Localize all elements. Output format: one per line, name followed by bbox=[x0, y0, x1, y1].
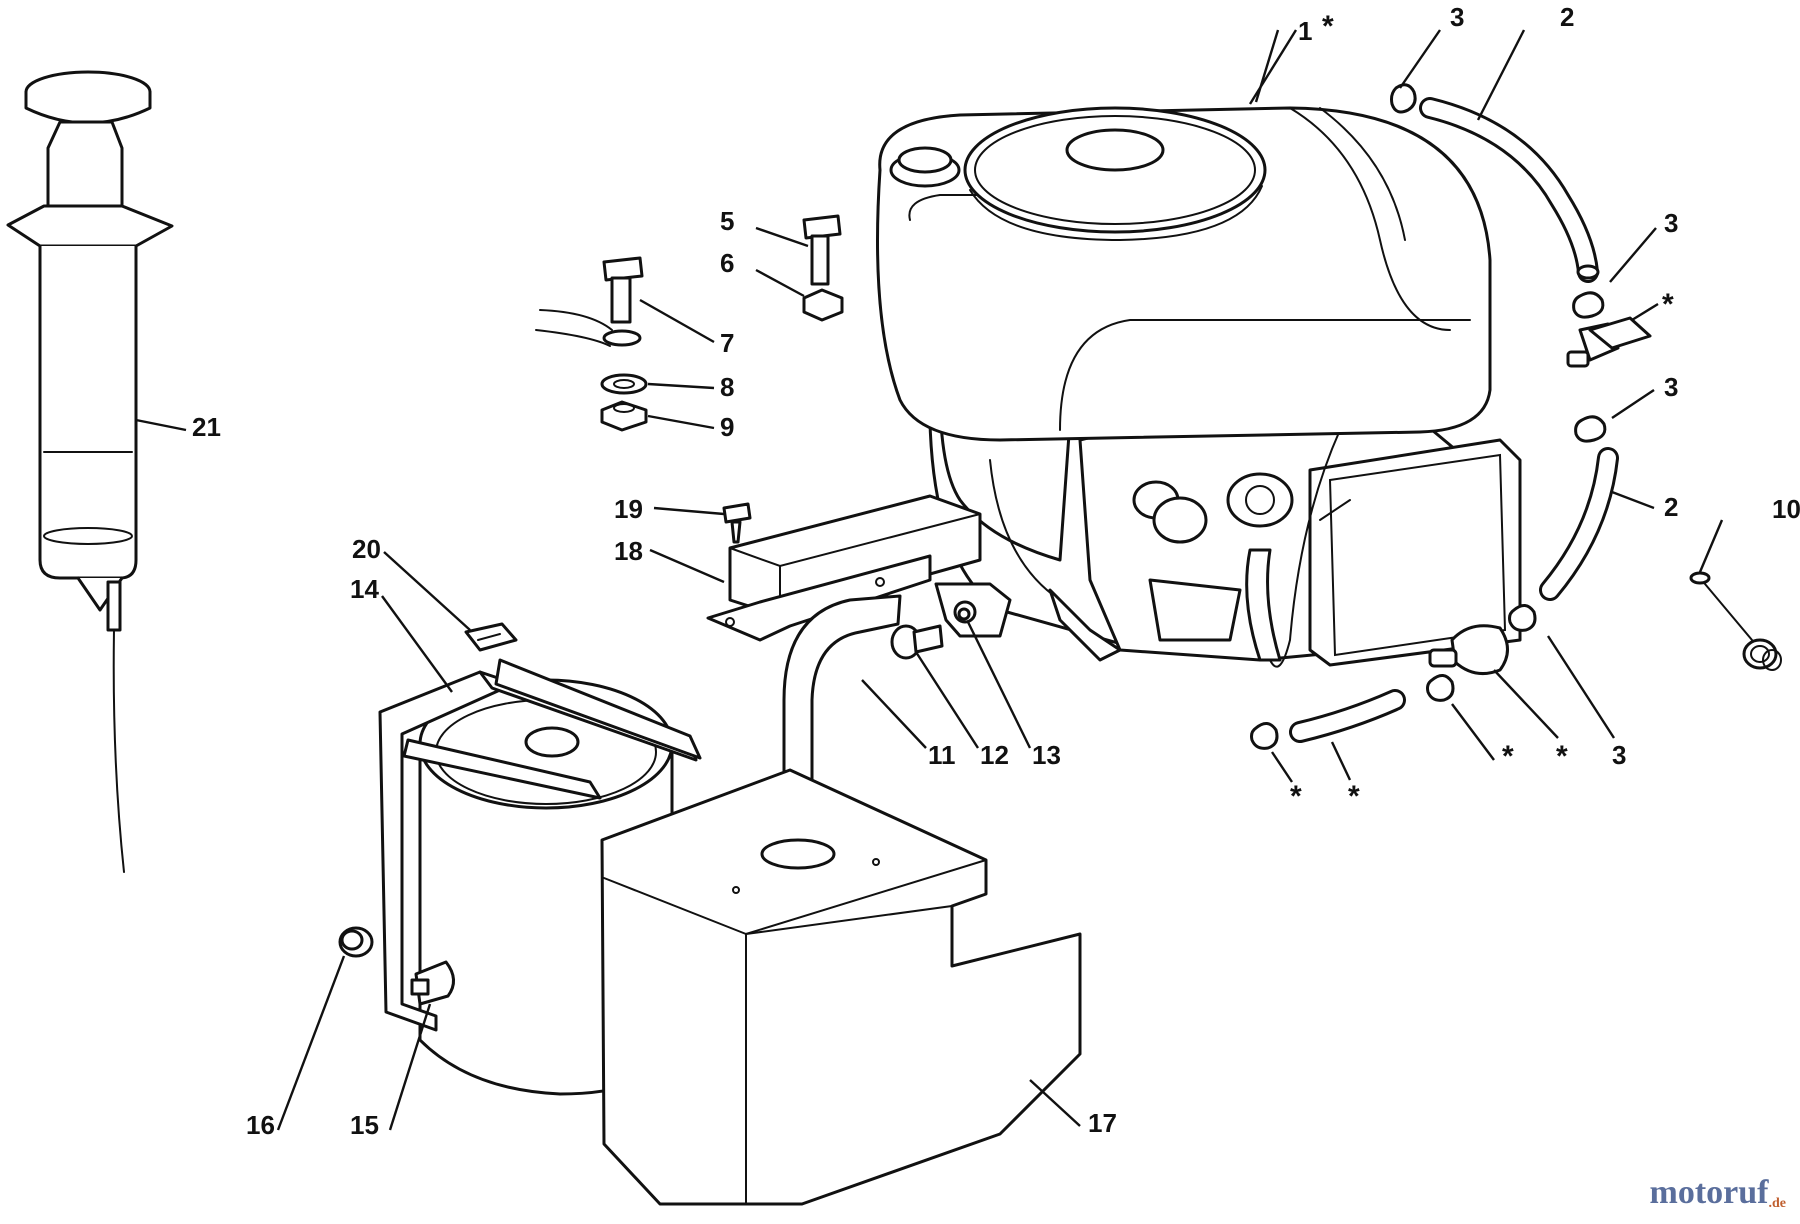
fuel-line-short bbox=[1289, 689, 1406, 743]
callout-star-1: * bbox=[1290, 780, 1302, 813]
callout-3-right-upper: 3 bbox=[1664, 208, 1678, 238]
callout-15: 15 bbox=[350, 1110, 379, 1140]
callout-20: 20 bbox=[352, 534, 381, 564]
fuel-shutoff-valve bbox=[1566, 316, 1652, 368]
callout-6: 6 bbox=[720, 248, 734, 278]
callout-star-3: * bbox=[1502, 740, 1514, 773]
heat-shield-part-18 bbox=[706, 494, 982, 642]
callout-21: 21 bbox=[192, 412, 221, 442]
callout-12: 12 bbox=[980, 740, 1009, 770]
callout-1-star: * bbox=[1322, 10, 1334, 43]
hose-clamps-part-3 bbox=[1250, 83, 1607, 750]
leader-lines bbox=[135, 29, 1724, 1131]
nut-part-6 bbox=[802, 288, 844, 322]
callout-16: 16 bbox=[246, 1110, 275, 1140]
bolt-part-12 bbox=[890, 624, 944, 660]
bolt-part-15 bbox=[410, 960, 455, 1006]
callout-star-4: * bbox=[1556, 740, 1568, 773]
callout-7: 7 bbox=[720, 328, 734, 358]
callout-2-upper: 2 bbox=[1560, 2, 1574, 32]
spring-clip-part-10 bbox=[1689, 571, 1782, 671]
callout-18: 18 bbox=[614, 536, 643, 566]
engine-part-1 bbox=[876, 106, 1522, 668]
callout-17: 17 bbox=[1088, 1108, 1117, 1138]
nut-part-9 bbox=[600, 400, 648, 432]
callout-10: 10 bbox=[1772, 494, 1800, 524]
exhaust-pipe-part-11 bbox=[782, 582, 1012, 842]
watermark-logo: motoruf.de bbox=[1650, 1174, 1786, 1212]
washer-part-8 bbox=[600, 373, 648, 395]
callout-9: 9 bbox=[720, 412, 734, 442]
callout-3-top: 3 bbox=[1450, 2, 1464, 32]
clip-nut-part-20 bbox=[464, 622, 518, 652]
callout-3-right-middle: 3 bbox=[1664, 372, 1678, 402]
bolt-part-5 bbox=[802, 214, 842, 286]
callout-1: 1 bbox=[1298, 16, 1312, 46]
heat-guard-part-17 bbox=[600, 768, 1082, 1206]
callout-star-2: * bbox=[1348, 780, 1360, 813]
fuel-filter bbox=[1428, 624, 1509, 676]
callout-14: 14 bbox=[350, 574, 379, 604]
screw-part-19 bbox=[722, 502, 752, 544]
watermark-main: motoruf bbox=[1649, 1174, 1769, 1211]
callout-3-bottom: 3 bbox=[1612, 740, 1626, 770]
callout-11: 11 bbox=[928, 740, 956, 770]
gasket-part-13 bbox=[957, 607, 971, 621]
grommet-part-16 bbox=[338, 926, 374, 958]
fuel-line-upper-part-2 bbox=[1419, 97, 1600, 283]
callout-13: 13 bbox=[1032, 740, 1061, 770]
callout-2-lower: 2 bbox=[1664, 492, 1678, 522]
callout-19: 19 bbox=[614, 494, 643, 524]
callout-star-valve: * bbox=[1662, 288, 1674, 321]
watermark-suffix: .de bbox=[1768, 1196, 1787, 1211]
syringe-part-21 bbox=[6, 70, 174, 873]
bolt-part-7 bbox=[535, 256, 644, 347]
fuel-line-lower-part-2 bbox=[1539, 447, 1619, 601]
callout-5: 5 bbox=[720, 206, 734, 236]
callout-8: 8 bbox=[720, 372, 734, 402]
